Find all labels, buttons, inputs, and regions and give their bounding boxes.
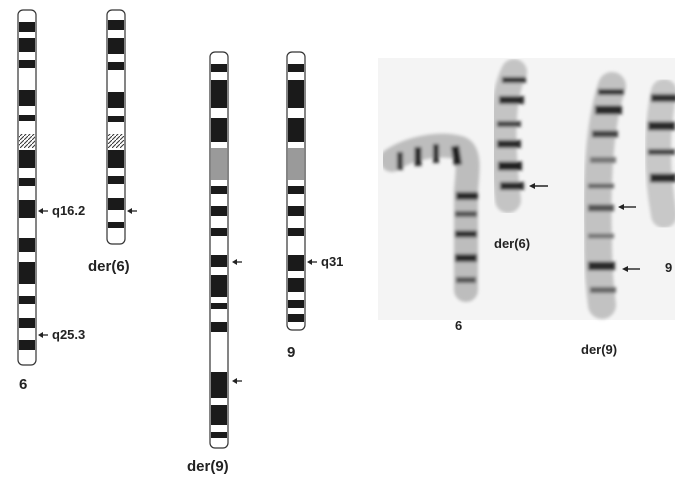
q16-2-arrow — [38, 208, 48, 214]
photo-chr9 — [648, 92, 675, 215]
photo-der6-label: der(6) — [494, 236, 530, 251]
photo-background — [378, 58, 675, 320]
der6-breakpoint-arrow — [127, 208, 137, 214]
der9-arrow-lower — [232, 378, 242, 384]
band-label-q31: q31 — [321, 254, 343, 269]
chr6-ideogram — [18, 10, 36, 365]
der6-ideogram-label: der(6) — [88, 258, 130, 275]
band-label-q25-3: q25.3 — [52, 327, 85, 342]
der9-arrow-upper — [232, 259, 242, 265]
photo-chr6-label: 6 — [455, 318, 462, 333]
der9-ideogram-label: der(9) — [187, 458, 229, 475]
der6-ideogram — [107, 10, 125, 244]
chr6-ideogram-label: 6 — [19, 376, 27, 393]
q25-3-arrow — [38, 332, 48, 338]
q31-arrow — [307, 259, 317, 265]
band-label-q16-2: q16.2 — [52, 203, 85, 218]
chr9-ideogram — [287, 52, 305, 330]
der9-ideogram — [210, 52, 228, 448]
photo-chr9-label: 9 — [665, 260, 672, 275]
chr9-ideogram-label: 9 — [287, 344, 295, 361]
photo-der9-label: der(9) — [581, 342, 617, 357]
